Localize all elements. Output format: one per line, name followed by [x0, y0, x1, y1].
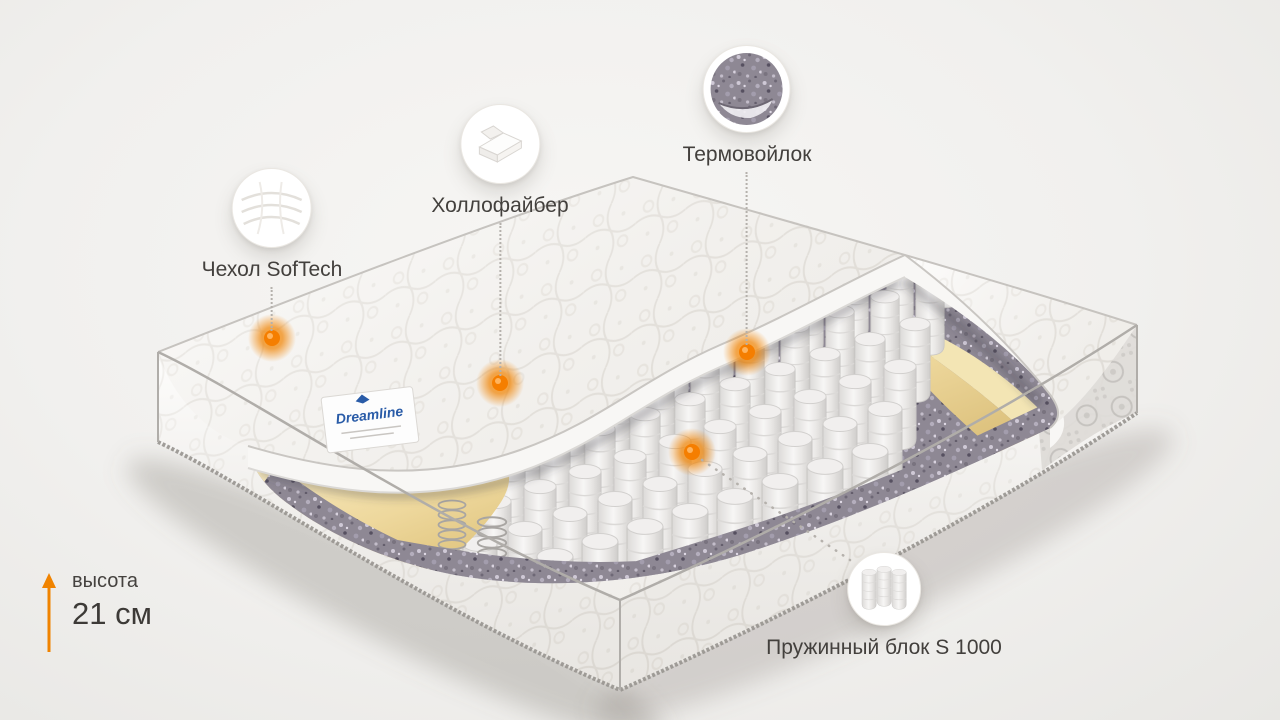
hollowfiber-icon: [460, 104, 540, 184]
callout-thermofelt: Термовойлок: [682, 45, 812, 345]
callout-springs-label: Пружинный блок S 1000: [766, 636, 1002, 659]
cover-foam-edge: [248, 255, 905, 493]
height-value: 21 см: [72, 596, 152, 631]
thermofelt-icon: [703, 45, 791, 133]
callout-hollowfiber-label: Холлофайбер: [431, 194, 569, 217]
marker-dot-thermofelt: [723, 328, 771, 376]
marker-dot-hollowfiber: [476, 359, 524, 407]
edge-piping: [157, 175, 1138, 690]
callout-thermofelt-label: Термовойлок: [682, 143, 812, 166]
quilted-cover-icon: [231, 168, 312, 248]
hollowfiber-icon-art: [477, 125, 523, 163]
cover-foam-edge-right: [905, 255, 1065, 448]
leader-line-thermofelt: [746, 172, 748, 345]
callout-cover-label: Чехол SofTech: [201, 258, 343, 281]
quilted-cover-icon-art: [240, 177, 303, 239]
top-cover-right: [904, 254, 1137, 448]
height-indicator: высота 21 см: [40, 570, 152, 654]
thermofelt-icon-art: [711, 53, 783, 125]
callout-cover: Чехол SofTech: [201, 168, 343, 331]
marker-dots: [248, 314, 771, 476]
marker-dot-springs: [668, 428, 716, 476]
leader-line-cover: [270, 287, 273, 331]
height-arrow-icon: [42, 573, 56, 652]
marker-dot-cover: [248, 314, 296, 362]
leader-line-hollowfiber: [499, 223, 501, 376]
height-label: высота: [72, 570, 138, 592]
spring-block-icon: [847, 552, 921, 626]
spring-block-icon-art: [861, 565, 907, 610]
callout-hollowfiber: Холлофайбер: [431, 104, 569, 376]
brand-logo-mark: [355, 394, 370, 404]
callout-springs: Пружинный блок S 1000: [766, 552, 1002, 660]
height-texts: высота 21 см: [72, 570, 152, 632]
brand-tag: Dreamline: [320, 386, 420, 454]
